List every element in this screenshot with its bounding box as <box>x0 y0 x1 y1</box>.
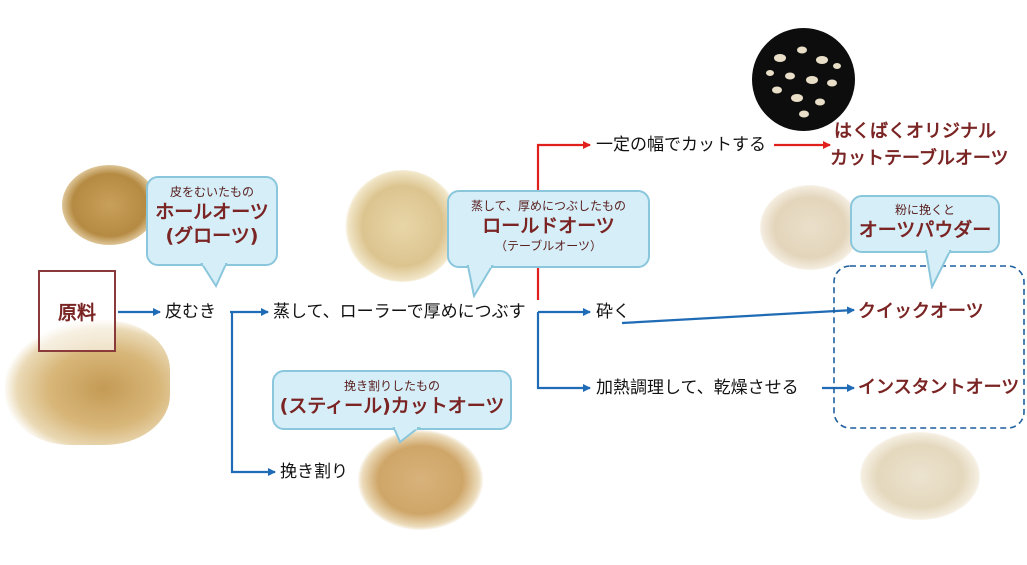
callout-whole-oats-title: ホールオーツ <box>155 201 269 223</box>
callout-steel-cut-oats: 挽き割りしたもの (スティール)カットオーツ <box>272 370 512 430</box>
callout-whole-oats: 皮をむいたもの ホールオーツ (グローツ) <box>146 176 278 266</box>
quick-instant-dashed-group <box>833 265 1025 429</box>
callout-steel-cut-oats-title: (スティール)カットオーツ <box>279 395 505 417</box>
callout-rolled-oats-tail <box>466 264 494 298</box>
instant-oats-photo <box>860 432 980 520</box>
arrow-crush-to-quick <box>621 306 855 325</box>
product-instant-oats: インスタントオーツ <box>858 377 1020 398</box>
whole-grain-photo <box>62 165 157 245</box>
step-crush: 砕く <box>596 302 630 322</box>
raw-material-label: 原料 <box>57 301 96 324</box>
rolled-oats-photo <box>345 170 460 282</box>
callout-steel-cut-oats-sub: 挽き割りしたもの <box>343 379 440 393</box>
callout-oat-powder-tail <box>924 249 952 289</box>
callout-rolled-oats-sub: 蒸して、厚めにつぶしたもの <box>470 199 627 213</box>
callout-steel-cut-oats-tail <box>392 426 421 444</box>
product-quick-oats: クイックオーツ <box>858 301 984 322</box>
callout-rolled-oats-title: ロールドオーツ <box>482 215 615 237</box>
callout-rolled-oats: 蒸して、厚めにつぶしたもの ロールドオーツ （テーブルオーツ） <box>447 190 650 268</box>
callout-whole-oats-title2: (グローツ) <box>165 225 259 247</box>
callout-whole-oats-sub: 皮をむいたもの <box>169 185 254 199</box>
step-steam-roll: 蒸して、ローラーで厚めにつぶす <box>273 302 526 322</box>
arrow-steam-to-cook <box>536 312 591 392</box>
product-hakubaku-line1: はくばくオリジナル <box>834 121 996 142</box>
callout-oat-powder-sub: 粉に挽くと <box>894 203 955 217</box>
callout-oat-powder: 粉に挽くと オーツパウダー <box>850 195 1000 253</box>
oat-powder-photo <box>760 185 860 270</box>
steel-cut-oats-photo <box>358 430 483 530</box>
product-hakubaku-line2: カットテーブルオーツ <box>830 148 1009 169</box>
callout-oat-powder-title: オーツパウダー <box>858 219 992 241</box>
step-chop: 挽き割り <box>280 462 348 482</box>
arrow-peel-to-chop <box>230 312 276 476</box>
step-cook-dry: 加熱調理して、乾燥させる <box>596 378 799 398</box>
cut-table-oats-flakes <box>752 28 855 131</box>
raw-material-box: 原料 <box>38 270 116 352</box>
step-cut-width: 一定の幅でカットする <box>596 135 766 155</box>
callout-whole-oats-tail <box>200 262 228 288</box>
callout-rolled-oats-note: （テーブルオーツ） <box>494 239 603 253</box>
step-peel: 皮むき <box>165 302 216 322</box>
